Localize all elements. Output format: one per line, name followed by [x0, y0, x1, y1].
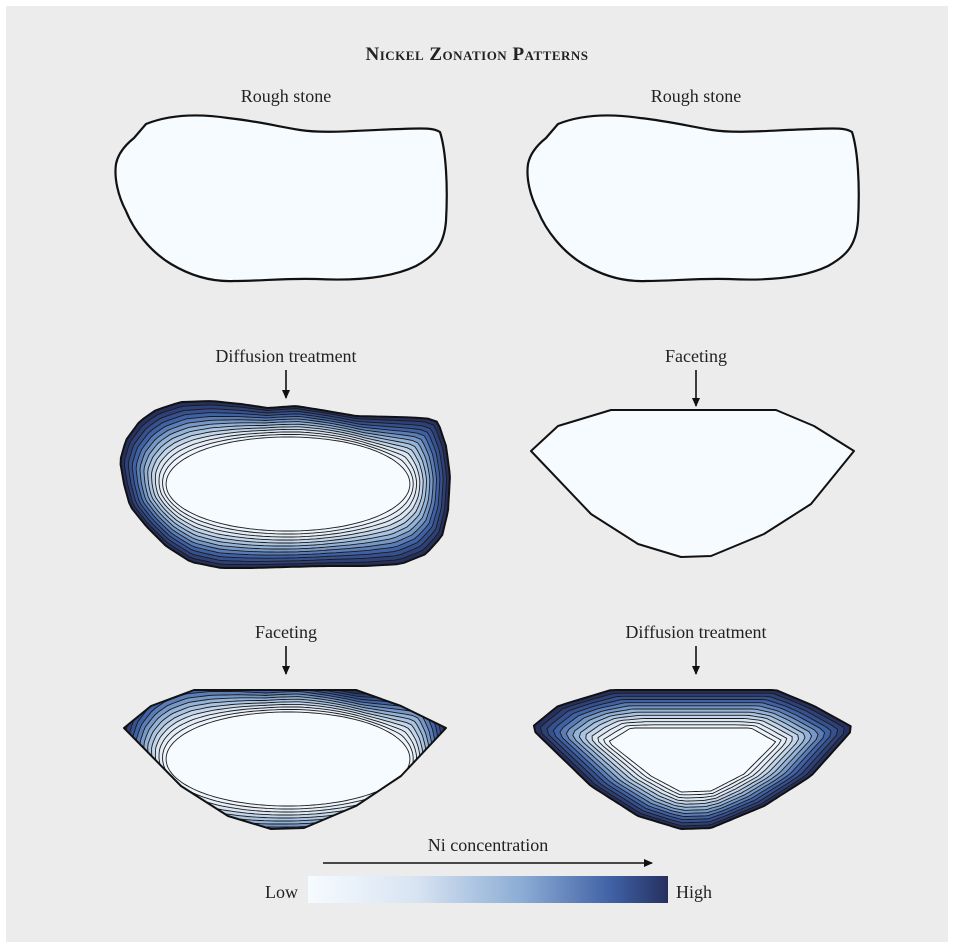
- zonation-band: [165, 711, 411, 807]
- stone-outline: [123, 689, 447, 830]
- label-left-diffusion-treatment: Diffusion treatment: [215, 346, 356, 366]
- label-left-rough-stone: Rough stone: [241, 86, 332, 106]
- faceted-after-diffusion-stone: [123, 689, 447, 830]
- rough-stone-right: [526, 114, 860, 283]
- stone-outline: [532, 689, 852, 830]
- label-right-rough-stone: Rough stone: [651, 86, 742, 106]
- zonation-band: [165, 436, 411, 532]
- diffused-rough-stone: [119, 400, 451, 569]
- legend-label: Ni concentration: [428, 835, 548, 855]
- diffused-faceted-stone: [532, 689, 852, 830]
- label-right-diffusion-treatment: Diffusion treatment: [625, 622, 766, 642]
- zonation-band: [608, 727, 777, 793]
- faceted-stone-right: [530, 409, 855, 558]
- label-right-faceting: Faceting: [665, 346, 727, 366]
- label-left-faceting: Faceting: [255, 622, 317, 642]
- stone-outline: [119, 400, 451, 569]
- legend-low-label: Low: [265, 882, 298, 902]
- figure-frame: Nickel Zonation Patterns Rough stone Rou…: [6, 6, 948, 942]
- rough-stone-left: [114, 114, 448, 283]
- legend-gradient-bar: [308, 876, 668, 903]
- figure-title: Nickel Zonation Patterns: [366, 44, 589, 65]
- zonation-diagram: Nickel Zonation Patterns Rough stone Rou…: [114, 44, 860, 903]
- legend-high-label: High: [676, 882, 712, 902]
